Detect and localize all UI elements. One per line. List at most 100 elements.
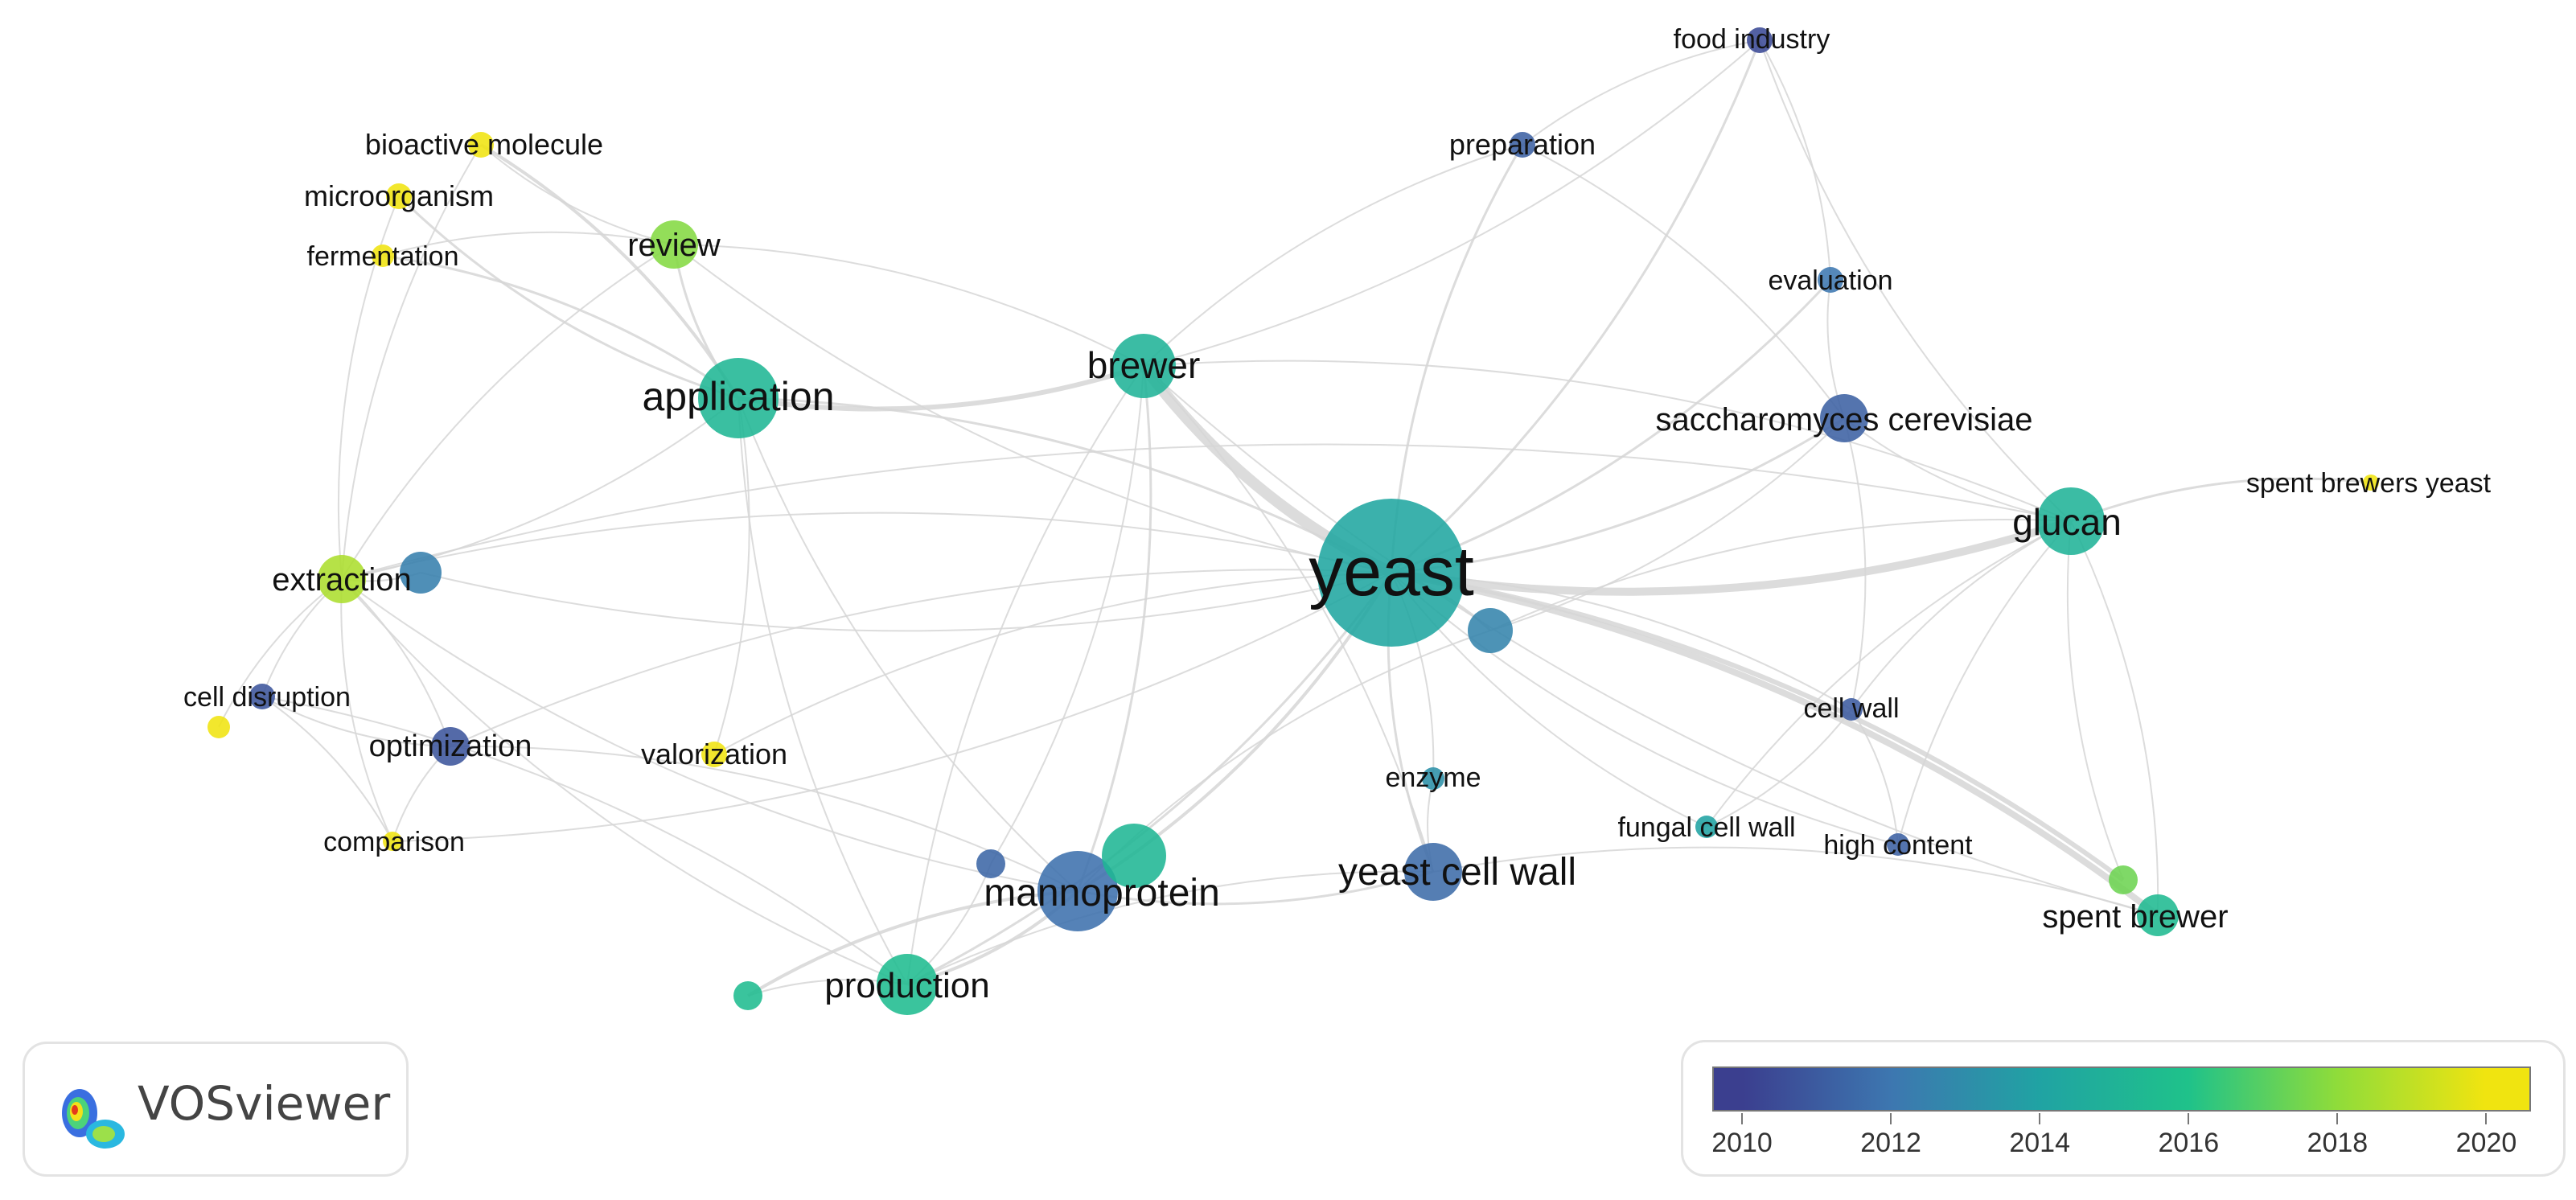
- edge-brewer-mannoprotein: [1076, 365, 1152, 892]
- node-evaluation[interactable]: [1818, 267, 1843, 293]
- node-production[interactable]: [877, 954, 938, 1015]
- edge-application-production: [737, 397, 908, 985]
- node-spent-brewer[interactable]: [2137, 894, 2179, 936]
- node-microorganism[interactable]: [386, 183, 412, 209]
- edge-fungal-cell-wall-cell-wall: [1706, 709, 1852, 828]
- edge-yeast-extraction: [341, 512, 1392, 580]
- vosviewer-logo-icon: [62, 1089, 125, 1149]
- label-review: review: [627, 228, 721, 263]
- node-enzyme[interactable]: [1422, 767, 1444, 790]
- label-application: application: [642, 374, 834, 419]
- node-bioactive-molecule[interactable]: [468, 132, 494, 158]
- edge-layer: [218, 39, 2372, 997]
- edge-brewer-production: [906, 365, 1144, 985]
- edge-small-node-b-brewer: [990, 365, 1144, 865]
- node-review[interactable]: [650, 220, 698, 269]
- tick-label-2012: 2012: [1860, 1128, 1921, 1158]
- node-mid-node[interactable]: [1468, 608, 1513, 653]
- node-small-node-b[interactable]: [976, 849, 1005, 878]
- label-high-content: high content: [1823, 830, 1973, 861]
- tick-2018: [2336, 1113, 2339, 1124]
- label-microorganism: microorganism: [304, 179, 494, 212]
- label-yeast-cell-wall: yeast cell wall: [1338, 851, 1576, 894]
- node-brewer[interactable]: [1111, 334, 1176, 398]
- node-valorization[interactable]: [701, 742, 727, 767]
- label-food-industry: food industry: [1674, 24, 1830, 55]
- label-enzyme: enzyme: [1385, 762, 1481, 793]
- edge-yeast-spent-brewer: [1391, 569, 2160, 918]
- edge-glucan-fungal-cell-wall: [1706, 520, 2072, 828]
- edge-yeast-evaluation: [1391, 278, 1832, 574]
- label-fungal-cell-wall: fungal cell wall: [1617, 812, 1795, 843]
- tick-label-2018: 2018: [2307, 1128, 2369, 1158]
- node-mannoprotein2[interactable]: [1102, 824, 1166, 888]
- node-preparation[interactable]: [1510, 132, 1535, 158]
- label-production: production: [824, 966, 989, 1005]
- edge-mid-node-glucan: [1489, 518, 2072, 631]
- edge-application-extraction: [341, 397, 739, 580]
- edge-yeast-food-industry: [1390, 39, 1761, 574]
- node-yeast-cell-wall[interactable]: [1404, 843, 1462, 901]
- edge-extraction2-yeast: [420, 572, 1392, 632]
- edge-glucan-extraction: [341, 443, 2072, 580]
- edge-glucan-food-industry: [1759, 39, 2072, 522]
- node-optimization[interactable]: [431, 727, 470, 766]
- edge-glucan-spent-brewers-yeast: [2070, 477, 2372, 523]
- label-layer: yeastapplicationbrewerglucanmannoprotein…: [183, 24, 2492, 1005]
- label-valorization: valorization: [641, 738, 787, 771]
- label-bioactive-molecule: bioactive molecule: [365, 128, 603, 161]
- edge-extraction-comparison: [340, 578, 393, 842]
- label-mannoprotein: mannoprotein: [984, 872, 1220, 914]
- node-food-industry[interactable]: [1747, 27, 1773, 53]
- label-cell-wall: cell wall: [1803, 693, 1899, 724]
- node-extraction2[interactable]: [400, 552, 442, 594]
- label-fermentation: fermentation: [307, 241, 459, 272]
- edge-valorization-yeast: [713, 572, 1392, 755]
- tick-2010: [1741, 1113, 1744, 1124]
- label-saccharomyces: saccharomyces cerevisiae: [1655, 402, 2032, 438]
- node-cell-wall[interactable]: [1840, 698, 1863, 721]
- node-layer: [207, 27, 2379, 1015]
- edge-application-fermentation: [382, 254, 739, 400]
- node-mannoprotein[interactable]: [1037, 851, 1118, 931]
- edge-application-bioactive-molecule: [479, 143, 740, 400]
- edge-mid-node-saccharomyces: [1489, 417, 1845, 631]
- edge-application-brewer: [737, 364, 1144, 412]
- node-green-node[interactable]: [2109, 865, 2138, 894]
- node-yeast[interactable]: [1317, 499, 1465, 647]
- edge-green-node-glucan: [2066, 520, 2124, 881]
- node-extraction[interactable]: [318, 555, 366, 603]
- edge-yeast-optimization: [450, 569, 1392, 747]
- label-brewer: brewer: [1087, 344, 1201, 386]
- edge-extraction-review: [341, 244, 675, 580]
- label-yeast: yeast: [1309, 533, 1474, 610]
- node-fermentation[interactable]: [372, 245, 394, 267]
- node-cell-disruption[interactable]: [249, 684, 275, 709]
- edge-brewer-spent-brewer: [1143, 365, 2159, 916]
- vosviewer-logo-box: VOSviewer: [23, 1042, 409, 1177]
- node-small-node-a[interactable]: [733, 981, 762, 1010]
- node-comparison[interactable]: [383, 832, 402, 851]
- edge-food-industry-evaluation: [1759, 39, 1831, 281]
- node-spent-brewers-yeast[interactable]: [2363, 475, 2379, 491]
- edge-cell-disruption-comparison: [261, 696, 393, 842]
- edge-saccharomyces-cell-wall: [1843, 417, 1867, 710]
- edge-yeast-application: [737, 397, 1392, 574]
- node-high-content[interactable]: [1887, 833, 1909, 856]
- node-cell-disruption2[interactable]: [207, 716, 230, 738]
- label-spent-brewer: spent brewer: [2042, 899, 2228, 935]
- edge-yeast-cell-wall-spent-brewer: [1432, 846, 2159, 916]
- edge-yeast-green-node: [1391, 570, 2125, 882]
- edge-brewer-food-industry: [1143, 39, 1760, 367]
- vosviewer-logo-text: VOSviewer: [138, 1076, 391, 1131]
- node-fungal-cell-wall[interactable]: [1695, 816, 1718, 838]
- node-glucan[interactable]: [2037, 487, 2105, 555]
- label-extraction: extraction: [272, 562, 411, 598]
- edge-mannoprotein-yeast-cell-wall: [1077, 870, 1434, 906]
- edge-brewer-review: [673, 244, 1144, 367]
- node-application[interactable]: [698, 358, 779, 438]
- edge-food-industry-preparation: [1522, 39, 1760, 146]
- node-saccharomyces[interactable]: [1820, 394, 1868, 442]
